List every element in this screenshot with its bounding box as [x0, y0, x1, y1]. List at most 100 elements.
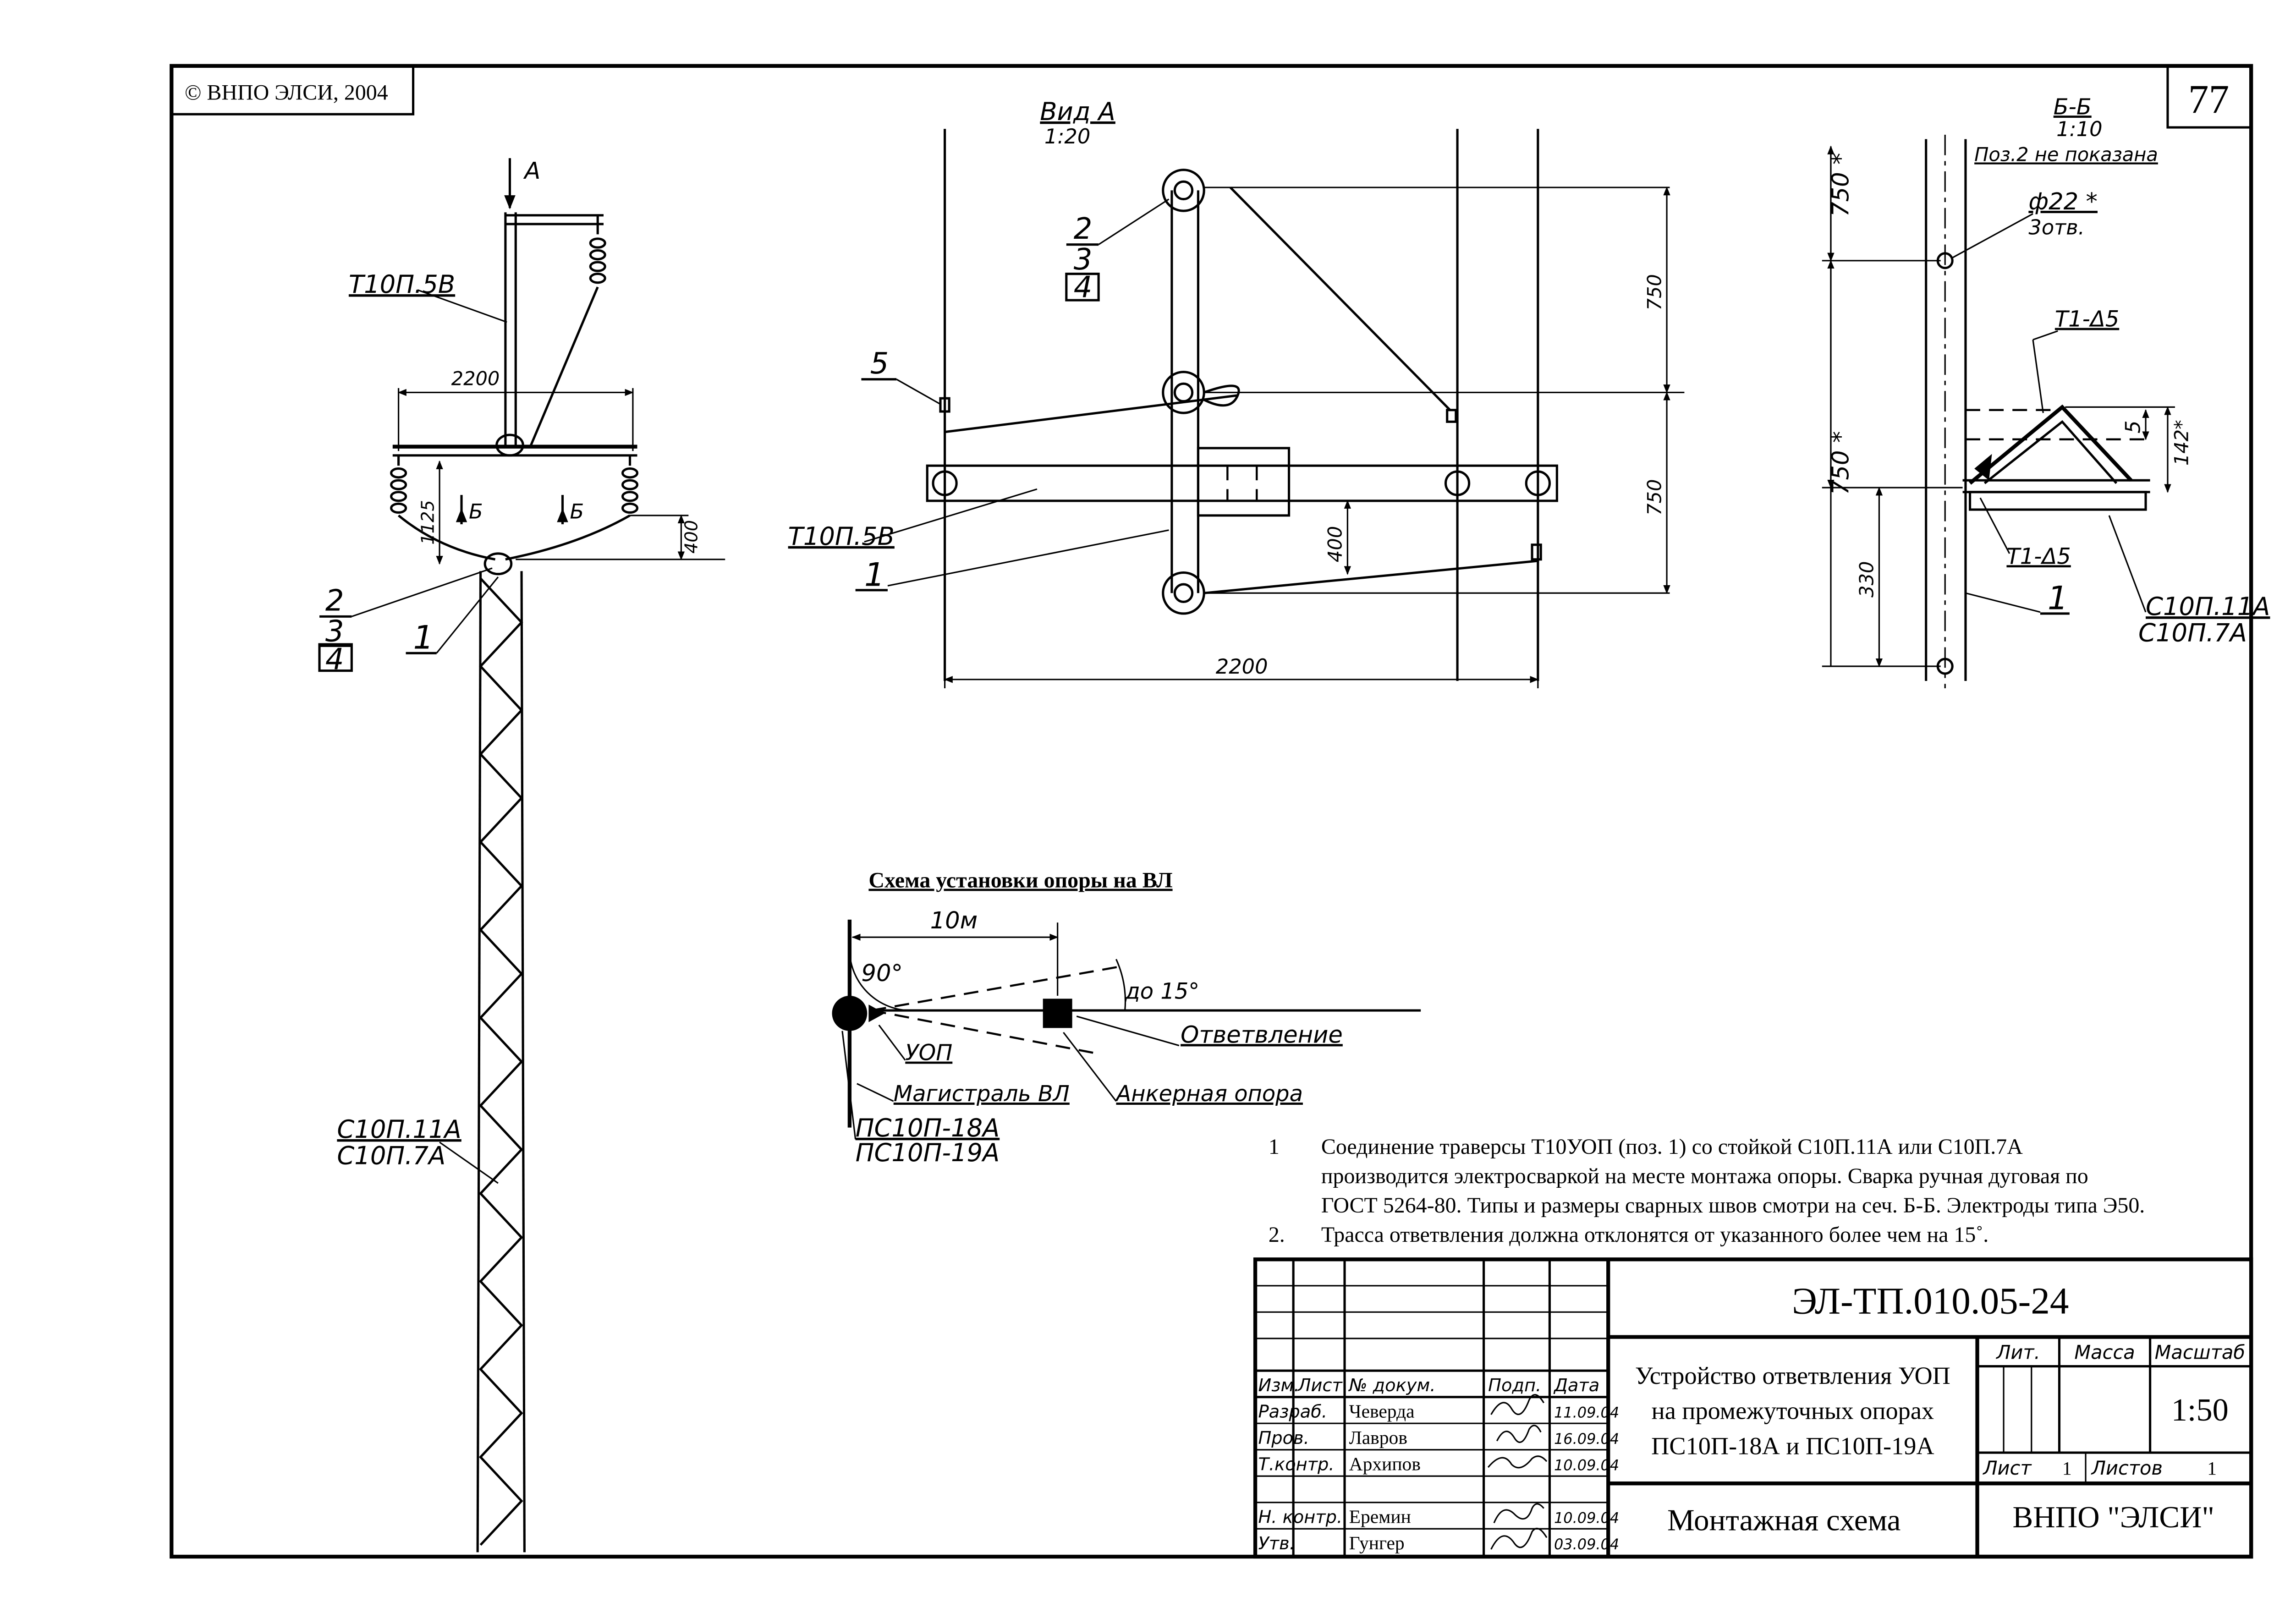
signature-name: Архипов [1349, 1453, 1421, 1474]
pole-offset-dim: 400 [681, 520, 702, 554]
view-a: Вид А 1:20 7 [788, 97, 1685, 688]
copyright-box: © ВНПО ЭЛСИ, 2004 [170, 65, 415, 115]
signature-name: Гунгер [1349, 1532, 1405, 1553]
section-bb-column-label-1: С10П.11А [2146, 592, 2270, 621]
section-mark-right: Б [570, 499, 584, 523]
header-sign: Подп. [1488, 1375, 1541, 1396]
header-date: Дата [1553, 1375, 1599, 1396]
header-izm: Изм. [1258, 1375, 1299, 1396]
organization: ВНПО "ЭЛСИ" [2013, 1500, 2214, 1534]
title-block: ЭЛ-ТП.010.05-24 Устройство ответвления У… [1253, 1257, 2253, 1559]
signature-date: 10.09.04 [1554, 1456, 1619, 1474]
signature-role: Пров. [1258, 1428, 1309, 1448]
view-a-dim-400: 400 [1324, 526, 1346, 562]
sheet-label: Лист [1982, 1457, 2032, 1479]
signature-date: 16.09.04 [1554, 1430, 1619, 1448]
signature-mark [1487, 1455, 1548, 1469]
pole-view: А Т10П.5В 2200 [318, 158, 725, 1553]
section-bb-dim-750-mid: 750 * [1827, 431, 1854, 495]
signature-mark [1493, 1503, 1544, 1524]
scheme-angle-15: до 15° [1125, 979, 1200, 1004]
signature-date: 11.09.04 [1554, 1404, 1619, 1421]
scheme-distance: 10м [930, 907, 978, 934]
view-a-label-1: 1 [864, 556, 885, 593]
section-bb-dim-330: 330 [1856, 561, 1878, 598]
section-bb-hole-count: 3отв. [2028, 215, 2084, 239]
drawing-type: Монтажная схема [1667, 1503, 1901, 1537]
pole-callout-2: 2 [325, 584, 344, 618]
note-2-line-1: Трасса ответвления должна отклонятся от … [1321, 1223, 1988, 1247]
signature-name: Еремин [1349, 1506, 1411, 1527]
sheet-number: 77 [2188, 77, 2229, 122]
note-1-number: 1 [1269, 1135, 1280, 1159]
copyright-text: © ВНПО ЭЛСИ, 2004 [185, 80, 388, 104]
signature-date: 10.09.04 [1554, 1509, 1619, 1526]
pole-column-label-2: С10П.7А [337, 1141, 445, 1170]
view-a-dim-750-bottom: 750 [1643, 479, 1665, 516]
section-bb-note: Поз.2 не показана [1974, 143, 2158, 166]
note-2-number: 2. [1269, 1223, 1285, 1247]
section-bb-dim-5: 5 [2120, 420, 2145, 433]
signature-mark [1490, 1527, 1548, 1550]
section-bb-column-label-2: С10П.7А [2138, 619, 2247, 647]
section-bb-weld-top: Т1-Δ5 [2055, 307, 2119, 332]
signature-row: Разраб. Чеверда 11.09.04 [1258, 1394, 1619, 1422]
traverse-label: Т10П.5В [349, 270, 455, 299]
sheets-label: Листов [2091, 1457, 2163, 1479]
pole-width-dim: 2200 [451, 367, 500, 390]
view-a-callout-2: 2 [1074, 212, 1093, 246]
pole-height-dim: 1125 [417, 500, 438, 545]
scale-value: 1:50 [2171, 1392, 2229, 1428]
doc-name-line-2: на промежуточных опорах [1652, 1397, 1934, 1425]
signature-role: Н. контр. [1258, 1507, 1342, 1527]
view-a-callout-4: 4 [1074, 271, 1093, 305]
view-a-dim-2200: 2200 [1216, 654, 1268, 679]
section-bb-weld-bottom: Т1-Δ5 [2006, 544, 2071, 569]
notes: 1 Соединение траверсы Т10УОП (поз. 1) со… [1269, 1135, 2145, 1247]
sheet-value: 1 [2062, 1458, 2072, 1479]
arrow-label-a: А [523, 158, 540, 185]
section-bb-scale: 1:10 [2056, 117, 2102, 141]
scheme-main-line-label: Магистраль ВЛ [894, 1081, 1070, 1107]
section-bb-dim-142: 142* [2170, 420, 2193, 466]
signature-mark [1490, 1394, 1544, 1415]
section-mark-left: Б [469, 499, 483, 523]
signature-name: Лавров [1349, 1427, 1407, 1448]
doc-name-line-3: ПС10П-18А и ПС10П-19А [1651, 1432, 1934, 1459]
signature-row: Н. контр. Еремин 10.09.04 [1258, 1503, 1619, 1527]
doc-code: ЭЛ-ТП.010.05-24 [1792, 1280, 2069, 1322]
view-a-label-5: 5 [870, 347, 889, 381]
install-scheme: Схема установки опоры на ВЛ 10м 90° до 1… [832, 868, 1421, 1167]
section-bb-title: Б-Б [2054, 94, 2092, 120]
note-1-line-1: Соединение траверсы Т10УОП (поз. 1) со с… [1321, 1135, 2023, 1159]
scheme-pole-label-2: ПС10П-19А [856, 1138, 1000, 1167]
signature-role: Разраб. [1258, 1401, 1327, 1422]
signature-name: Чеверда [1349, 1400, 1415, 1421]
pole-column-label-1: С10П.11А [337, 1115, 461, 1144]
view-a-callout-3: 3 [1074, 243, 1093, 277]
doc-name-line-1: Устройство ответвления УОП [1635, 1362, 1950, 1389]
view-a-title: Вид А [1040, 97, 1115, 126]
signature-role: Утв. [1258, 1533, 1295, 1554]
signature-row: Утв. Гунгер 03.09.04 [1258, 1527, 1619, 1554]
scheme-title: Схема установки опоры на ВЛ [868, 868, 1172, 893]
col-lit: Лит. [1995, 1341, 2040, 1364]
sheets-value: 1 [2207, 1458, 2217, 1479]
note-1-line-3: ГОСТ 5264-80. Типы и размеры сварных шво… [1321, 1193, 2145, 1218]
view-a-dim-750-top: 750 [1643, 274, 1665, 310]
section-bb-hole-label: ф22 * [2028, 188, 2098, 215]
col-mass: Масса [2074, 1341, 2135, 1364]
section-bb-label-1: 1 [2048, 579, 2068, 617]
signature-role: Т.контр. [1258, 1454, 1334, 1475]
view-a-traverse-label: Т10П.5В [788, 522, 895, 551]
pole-callout-1: 1 [413, 619, 434, 657]
signature-date: 03.09.04 [1554, 1536, 1619, 1553]
signature-mark [1496, 1425, 1542, 1443]
scheme-uop-label: УОП [905, 1041, 952, 1066]
view-a-scale: 1:20 [1044, 124, 1090, 148]
sheet-frame [170, 64, 2253, 1559]
scheme-branch-label: Ответвление [1181, 1021, 1343, 1048]
note-1-line-2: производится электросваркой на месте мон… [1321, 1164, 2088, 1188]
signature-row: Т.контр. Архипов 10.09.04 [1258, 1453, 1619, 1475]
